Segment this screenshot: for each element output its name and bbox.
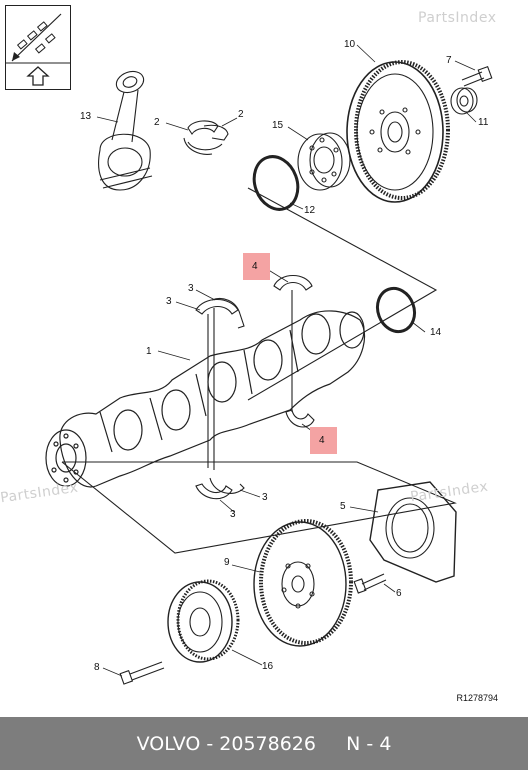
bracket-lower	[61, 461, 457, 554]
connecting-rod	[98, 70, 153, 191]
seal-housing	[369, 481, 457, 583]
flywheel	[346, 60, 450, 203]
reference-code: R1278794	[456, 693, 498, 703]
callout-2b: 2	[238, 109, 244, 120]
crank-pulley	[167, 579, 240, 663]
callout-5: 5	[340, 501, 346, 512]
thrust-shell-lower	[285, 409, 315, 428]
callout-2a: 2	[154, 117, 160, 128]
callout-14: 14	[430, 327, 442, 338]
callout-7: 7	[446, 55, 452, 66]
callout-3b: 3	[166, 296, 172, 307]
callout-8: 8	[94, 662, 100, 673]
callout-11: 11	[478, 117, 489, 128]
callout-10: 10	[344, 39, 356, 50]
callout-6: 6	[396, 588, 402, 599]
callout-4a: 4	[252, 261, 258, 272]
callout-9: 9	[224, 557, 230, 568]
watermark-top: PartsIndex	[418, 10, 497, 26]
highlight-4-lower: 4	[310, 427, 337, 454]
callout-3a: 3	[188, 283, 194, 294]
flywheel-bolt	[461, 65, 493, 87]
callout-3d: 3	[230, 509, 236, 520]
callout-3c: 3	[262, 492, 268, 503]
callout-15: 15	[272, 120, 284, 131]
rod-bearing-shells	[183, 120, 229, 155]
orientation-box[interactable]	[5, 5, 71, 90]
callout-13: 13	[80, 111, 92, 122]
orientation-icon	[6, 13, 70, 86]
callout-4b: 4	[319, 435, 325, 446]
pilot-bearing	[450, 87, 478, 115]
callout-12: 12	[304, 205, 316, 216]
vibration-damper	[253, 519, 353, 647]
crankshaft-exploded-diagram	[45, 44, 493, 685]
sleeve	[297, 132, 351, 191]
thrust-shell-upper	[273, 274, 313, 291]
highlight-4-upper: 4	[243, 253, 270, 280]
part-footer: VOLVO - 20578626 N - 4	[0, 717, 528, 770]
crankshaft	[45, 310, 365, 488]
bracket-upper	[247, 187, 438, 401]
housing-bolt	[353, 573, 387, 594]
callout-1: 1	[146, 346, 152, 357]
pulley-bolt	[119, 661, 165, 685]
callout-16: 16	[262, 661, 274, 672]
